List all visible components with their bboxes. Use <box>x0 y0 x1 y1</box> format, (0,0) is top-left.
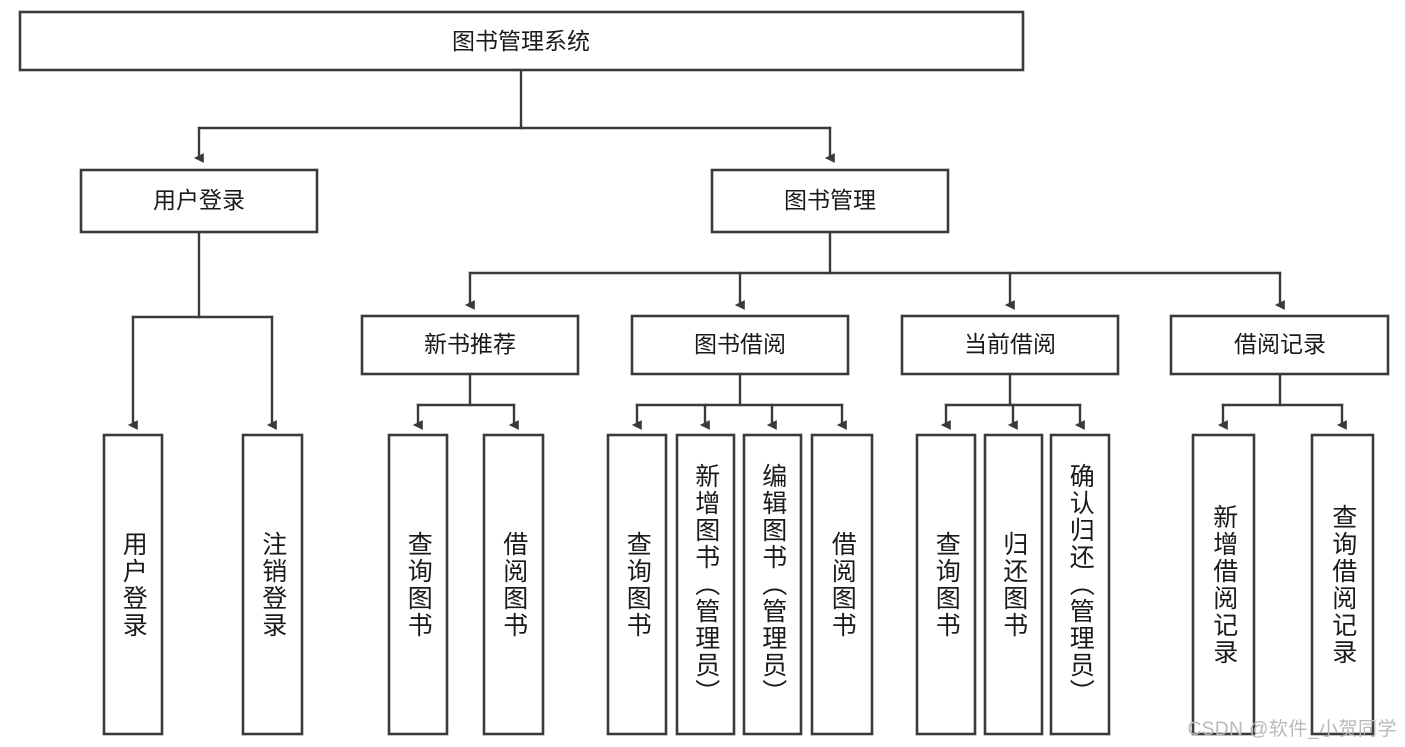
node-book-management-label: 图书管理 <box>784 187 876 213</box>
node-book-borrow-label: 图书借阅 <box>694 331 786 357</box>
node-current-borrow[interactable]: 当前借阅 <box>900 314 1120 376</box>
connector-root-to-level2 <box>193 68 835 163</box>
node-user-login[interactable]: 用户登录 <box>79 168 319 234</box>
node-root-label: 图书管理系统 <box>452 28 590 54</box>
node-leaf-user-login[interactable]: 用户登录 <box>102 433 164 736</box>
node-leaf-current-query-book[interactable]: 查询图书 <box>915 433 977 736</box>
node-leaf-query-borrow-record[interactable]: 查询借阅记录 <box>1310 433 1375 736</box>
leaf-label: 归还图书 <box>999 530 1028 639</box>
node-book-management[interactable]: 图书管理 <box>710 168 950 234</box>
node-leaf-edit-book-admin[interactable]: 编辑图书（管理员） <box>742 433 803 736</box>
node-leaf-recommend-borrow-book[interactable]: 借阅图书 <box>482 433 545 736</box>
node-root-book-management-system[interactable]: 图书管理系统 <box>18 10 1025 72</box>
leaf-label: 新增图书（管理员） <box>691 463 720 706</box>
leaf-label: 借阅图书 <box>499 530 528 639</box>
node-leaf-logout-login[interactable]: 注销登录 <box>241 433 304 736</box>
node-leaf-confirm-return-admin[interactable]: 确认归还（管理员） <box>1049 433 1111 736</box>
node-leaf-return-book[interactable]: 归还图书 <box>983 433 1044 736</box>
connector-record-to-leaves <box>1217 373 1347 430</box>
leaf-label: 查询图书 <box>932 530 961 639</box>
leaf-label: 编辑图书（管理员） <box>758 463 787 706</box>
leaf-label: 查询图书 <box>404 530 433 639</box>
node-leaf-borrow-query-book[interactable]: 查询图书 <box>606 433 668 736</box>
connector-borrow-to-leaves <box>631 373 847 430</box>
connector-recommend-to-leaves <box>412 373 519 430</box>
node-book-borrow[interactable]: 图书借阅 <box>630 314 850 376</box>
leaf-label: 查询借阅记录 <box>1328 503 1357 666</box>
leaf-label: 借阅图书 <box>828 530 857 639</box>
node-new-book-recommend-label: 新书推荐 <box>424 331 516 357</box>
connector-user-login-to-leaves <box>127 230 277 430</box>
leaf-label: 新增借阅记录 <box>1209 503 1238 666</box>
leaf-label: 确认归还（管理员） <box>1066 463 1095 706</box>
node-borrow-record-label: 借阅记录 <box>1234 331 1326 357</box>
node-new-book-recommend[interactable]: 新书推荐 <box>360 314 580 376</box>
connector-book-manage-to-level3 <box>464 230 1285 310</box>
node-borrow-record[interactable]: 借阅记录 <box>1169 314 1390 376</box>
node-current-borrow-label: 当前借阅 <box>964 331 1056 357</box>
node-user-login-label: 用户登录 <box>153 187 245 213</box>
node-leaf-add-book-admin[interactable]: 新增图书（管理员） <box>675 433 736 736</box>
node-leaf-recommend-query-book[interactable]: 查询图书 <box>387 433 449 736</box>
connector-current-borrow-to-leaves <box>940 373 1085 430</box>
leaf-label: 查询图书 <box>623 530 652 639</box>
node-leaf-borrow-book[interactable]: 借阅图书 <box>810 433 874 736</box>
node-leaf-add-borrow-record[interactable]: 新增借阅记录 <box>1191 433 1256 736</box>
leaf-label: 注销登录 <box>258 530 287 639</box>
leaf-label: 用户登录 <box>119 530 148 639</box>
csdn-watermark: CSDN @软件_小贺同学 <box>1187 719 1397 740</box>
